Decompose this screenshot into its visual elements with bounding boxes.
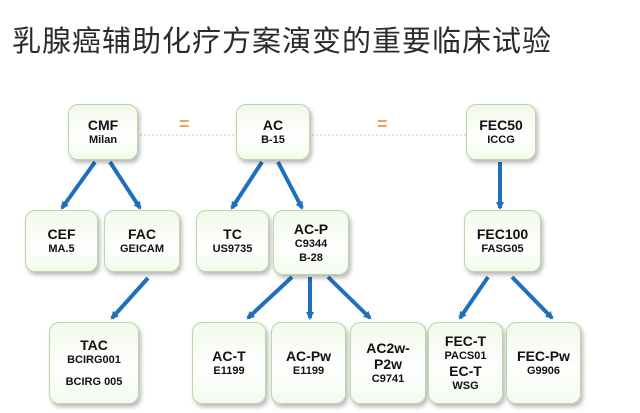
- arrow-ac-acp: [276, 161, 304, 210]
- node-label: TAC: [80, 337, 108, 353]
- node-label: CMF: [87, 117, 119, 133]
- node-trial: US9735: [212, 243, 253, 255]
- node-trial: E1199: [213, 365, 245, 377]
- node-ac: AC B-15: [236, 104, 310, 160]
- node-tc: TC US9735: [196, 210, 269, 272]
- arrow-ac-tc: [230, 160, 264, 210]
- node-label: FEC-Pw: [517, 348, 570, 364]
- node-label: AC-Pw: [285, 348, 332, 364]
- node-cmf: CMF Milan: [68, 104, 138, 160]
- node-label: AC-T: [212, 348, 246, 364]
- node-trial: BCIRG001: [67, 354, 121, 366]
- node-fect: FEC-T PACS01 EC-T WSG: [428, 322, 503, 404]
- node-label: TC: [223, 226, 242, 242]
- node-trial: B-28: [299, 251, 323, 264]
- equals-sign: =: [377, 114, 388, 134]
- node-fec50: FEC50 ICCG: [466, 104, 536, 160]
- node-label: FAC: [128, 226, 156, 242]
- node-label: FEC50: [479, 117, 523, 133]
- arrow-fac-tac: [110, 276, 150, 320]
- node-cef: CEF MA.5: [25, 210, 98, 272]
- node-act: AC-T E1199: [192, 322, 266, 404]
- node-trial: FASG05: [481, 243, 524, 255]
- node-acpw: AC-Pw E1199: [271, 322, 346, 404]
- arrow-fec100-fect: [458, 275, 490, 320]
- node-trial: GEICAM: [120, 243, 164, 255]
- node-label: FEC-T: [444, 333, 487, 349]
- node-trial: C9741: [371, 373, 405, 385]
- node-trial: B-15: [261, 134, 285, 146]
- node-trial: MA.5: [48, 243, 75, 255]
- node-trial: PACS01: [444, 350, 487, 362]
- node-label: P2w: [373, 356, 402, 372]
- node-trial: C9344: [294, 237, 328, 250]
- node-trial: ICCG: [487, 134, 515, 146]
- node-ac2w: AC2w- P2w C9741: [350, 322, 426, 404]
- arrow-cmf-fac: [108, 160, 142, 210]
- node-label: AC: [262, 117, 284, 133]
- node-label: AC2w-: [366, 340, 410, 356]
- node-trial: WSG: [452, 380, 479, 392]
- equals-sign: =: [179, 114, 190, 134]
- node-label: FEC100: [476, 226, 529, 242]
- node-label: CEF: [47, 226, 76, 242]
- node-fecpw: FEC-Pw G9906: [506, 322, 581, 404]
- page-title: 乳腺癌辅助化疗方案演变的重要临床试验: [12, 24, 553, 58]
- arrow-acp-ac2w: [326, 275, 372, 320]
- node-fac: FAC GEICAM: [104, 210, 180, 272]
- node-trial: G9906: [526, 365, 561, 377]
- arrow-fec100-fecpw: [510, 275, 554, 320]
- node-tac: TAC BCIRG001 BCIRG 005: [49, 322, 139, 404]
- node-trial: Milan: [88, 134, 118, 146]
- node-label: EC-T: [449, 363, 482, 379]
- node-fec100: FEC100 FASG05: [464, 210, 541, 272]
- arrow-acp-act: [246, 275, 294, 320]
- node-trial: E1199: [292, 365, 325, 377]
- node-acp: AC-P C9344 B-28: [273, 210, 349, 275]
- node-trial: BCIRG 005: [65, 376, 123, 388]
- node-label: AC-P: [293, 220, 329, 237]
- arrow-cmf-cef: [60, 160, 97, 210]
